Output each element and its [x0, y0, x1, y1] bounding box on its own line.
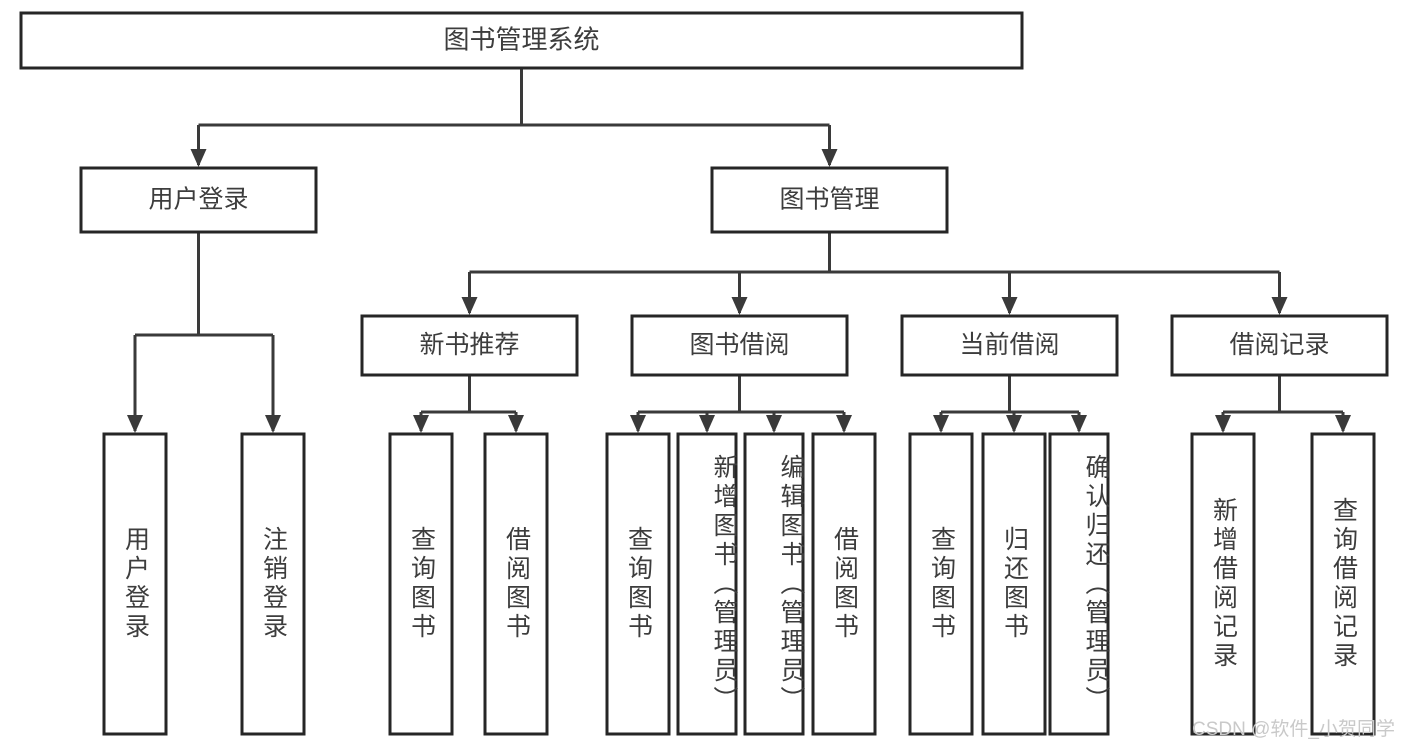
- node-box-leaf-borrow-book[interactable]: [811, 432, 877, 736]
- arrow-to-user-login: [190, 149, 207, 167]
- arrow-to-leaf-user-logout: [265, 415, 281, 433]
- arrow-to-leaf-query-book-borrow: [630, 415, 646, 433]
- arrow-to-leaf-query-borrow-record: [1335, 415, 1351, 433]
- csdn-watermark: CSDN @软件_小贺同学: [1192, 719, 1395, 740]
- node-box-leaf-add-borrow-record[interactable]: [1190, 432, 1256, 736]
- arrow-to-borrow-record: [1271, 297, 1288, 315]
- node-box-leaf-query-book-borrow[interactable]: [605, 432, 671, 736]
- arrow-to-current-borrow: [1001, 297, 1018, 315]
- node-label-new-book-recommend: 新书推荐: [419, 331, 519, 359]
- node-box-leaf-query-book-rec[interactable]: [388, 432, 454, 736]
- node-box-user-login: [79, 166, 318, 234]
- arrow-to-leaf-return-book: [1006, 415, 1022, 433]
- arrow-to-book-borrow: [731, 297, 748, 315]
- arrow-to-leaf-add-book-admin: [699, 415, 715, 433]
- node-box-book-borrow: [630, 314, 849, 377]
- arrow-to-leaf-add-borrow-record: [1215, 415, 1231, 433]
- arrow-to-leaf-edit-book-admin: [766, 415, 782, 433]
- node-box-root: [19, 11, 1024, 70]
- node-box-leaf-query-borrow-record[interactable]: [1310, 432, 1376, 736]
- node-box-book-manage: [710, 166, 949, 234]
- node-box-leaf-user-login[interactable]: [102, 432, 168, 736]
- node-box-leaf-borrow-book-rec[interactable]: [483, 432, 549, 736]
- node-label-book-manage: 图书管理: [779, 186, 879, 214]
- arrow-to-leaf-borrow-book: [836, 415, 852, 433]
- node-book-manage[interactable]: 图书管理: [710, 166, 949, 234]
- node-book-borrow[interactable]: 图书借阅: [630, 314, 849, 377]
- arrow-to-leaf-borrow-book-rec: [508, 415, 524, 433]
- node-box-leaf-add-book-admin[interactable]: [676, 432, 738, 736]
- node-label-current-borrow: 当前借阅: [959, 331, 1059, 359]
- node-label-root: 图书管理系统: [443, 24, 599, 54]
- node-box-leaf-user-logout[interactable]: [240, 432, 306, 736]
- node-current-borrow[interactable]: 当前借阅: [900, 314, 1119, 377]
- node-borrow-record[interactable]: 借阅记录: [1170, 314, 1389, 377]
- node-box-leaf-edit-book-admin[interactable]: [743, 432, 805, 736]
- node-box-borrow-record: [1170, 314, 1389, 377]
- node-box-new-book-recommend: [360, 314, 579, 377]
- node-box-current-borrow: [900, 314, 1119, 377]
- arrow-to-leaf-query-book-rec: [413, 415, 429, 433]
- node-label-book-borrow: 图书借阅: [689, 331, 789, 359]
- node-box-leaf-query-book-current[interactable]: [908, 432, 974, 736]
- arrow-to-leaf-confirm-return-admin: [1071, 415, 1087, 433]
- node-user-login[interactable]: 用户登录: [79, 166, 318, 234]
- node-box-leaf-confirm-return-admin[interactable]: [1048, 432, 1110, 736]
- node-label-user-login: 用户登录: [148, 186, 248, 214]
- connectors-layer: [127, 68, 1351, 433]
- arrow-to-new-book-recommend: [461, 297, 478, 315]
- node-root[interactable]: 图书管理系统: [19, 11, 1024, 70]
- arrow-to-leaf-query-book-current: [933, 415, 949, 433]
- node-new-book-recommend[interactable]: 新书推荐: [360, 314, 579, 377]
- node-label-borrow-record: 借阅记录: [1229, 331, 1329, 359]
- node-box-leaf-return-book[interactable]: [981, 432, 1047, 736]
- arrow-to-leaf-user-login: [127, 415, 143, 433]
- arrow-to-book-manage: [821, 149, 838, 167]
